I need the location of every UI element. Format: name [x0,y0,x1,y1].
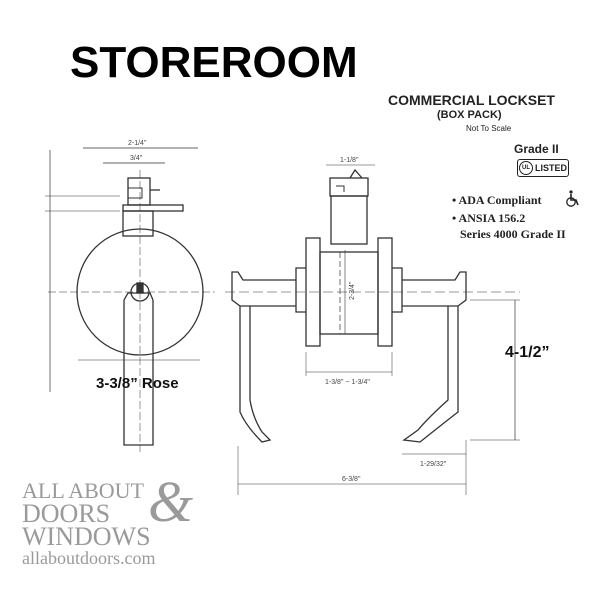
wheelchair-icon [566,190,579,207]
logo-line-2: DOORS [22,499,111,528]
bullet-ada: • ADA Compliant [452,193,542,207]
ul-listed-badge: UL LISTED [517,159,569,177]
page-title: STOREROOM [70,38,358,87]
dim-top-width: 2-1/4" [128,140,147,147]
logo-line-3: WINDOWS [22,522,151,551]
dim-door-thickness: 1-3/8" ~ 1-3/4" [325,379,370,386]
side-view [225,164,520,495]
ul-mark-icon: UL [518,161,533,175]
front-view [45,147,215,452]
dim-latch-width: 3/4" [130,155,143,162]
scale-note: Not To Scale [466,124,512,133]
dim-latch-top: 1-1/8" [340,157,359,164]
logo-line-1: ALL ABOUT [22,478,145,503]
rose-dimension-label: 3-3/8” Rose [96,375,179,392]
lever-height-label: 4-1/2” [505,344,550,361]
dim-lever-projection: 1-29/32" [420,461,447,468]
logo-url: allaboutdoors.com [22,548,156,568]
dim-overall-width: 6-3/8" [342,476,361,483]
bullet-series: Series 4000 Grade II [460,227,566,241]
bullet-ansi: • ANSIA 156.2 [452,211,526,225]
spec-subheading: (BOX PACK) [437,109,502,121]
grade-label: Grade II [514,142,559,156]
dim-backset: 2-3/4" [349,281,356,300]
logo-ampersand: & [148,469,194,534]
listed-label: LISTED [534,163,567,173]
spec-heading: COMMERCIAL LOCKSET [388,92,555,108]
